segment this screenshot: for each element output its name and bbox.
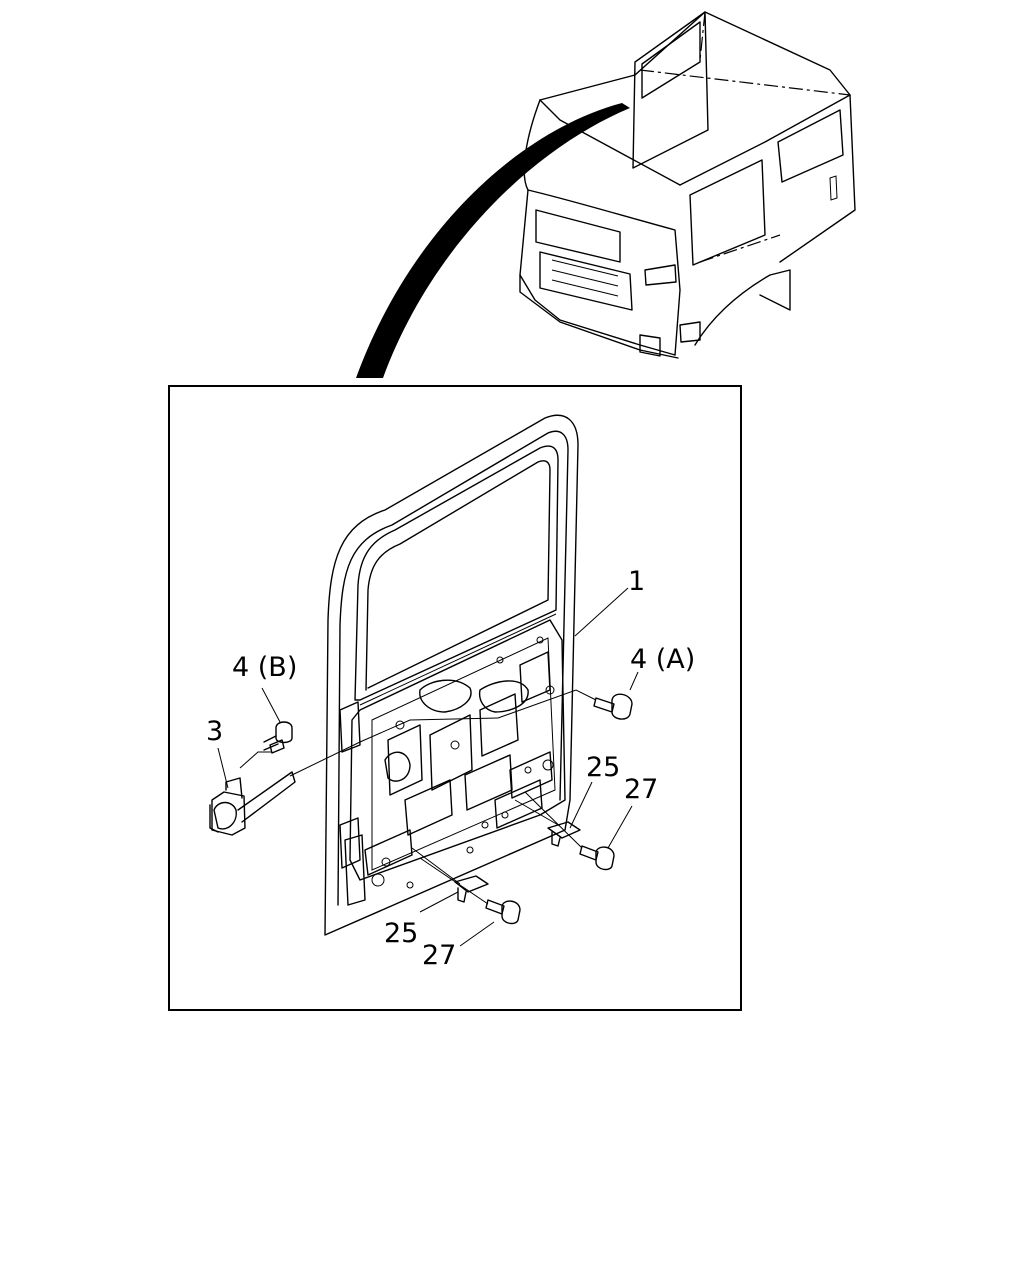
callout-bolt-a: 4 (A) <box>630 644 695 675</box>
leader-lines <box>217 587 639 947</box>
bolt-a-part <box>593 693 633 720</box>
callout-hinge: 3 <box>206 716 223 747</box>
detail-pointer <box>356 103 630 378</box>
callout-striker-lower: 25 <box>384 918 418 949</box>
screw-lower-part <box>485 899 521 925</box>
callout-screw-upper: 27 <box>624 774 658 805</box>
truck-cab-overview <box>519 11 856 359</box>
callout-striker-upper: 25 <box>586 752 620 783</box>
bolt-b-part <box>263 721 293 754</box>
callout-screw-lower: 27 <box>422 940 456 971</box>
callout-bolt-b: 4 (B) <box>232 652 297 683</box>
door-panel <box>324 414 579 936</box>
striker-plate-upper-part <box>547 821 581 847</box>
hinge-part <box>209 771 296 836</box>
striker-plate-lower-part <box>454 875 489 903</box>
detail-frame <box>168 385 742 1011</box>
screw-upper-part <box>579 845 615 871</box>
callout-door-panel: 1 <box>628 566 645 597</box>
